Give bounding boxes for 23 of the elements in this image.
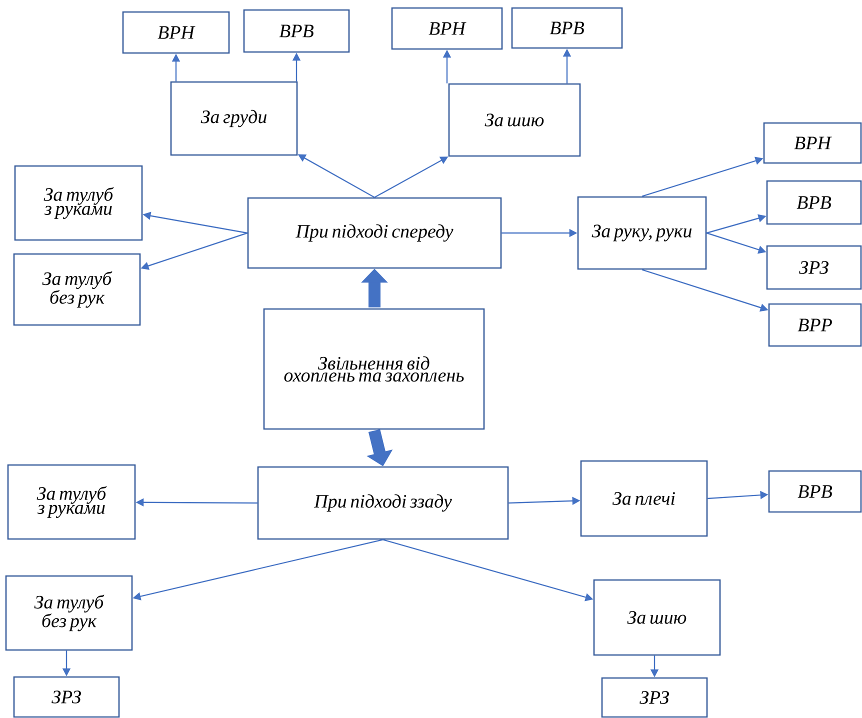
text-box: ЗРЗ — [601, 677, 708, 718]
text-box: ЗРЗ — [13, 676, 120, 718]
text-box: Звільнення від охоплень та захоплень — [263, 308, 485, 430]
text-box: За тулуб з руками — [7, 464, 136, 540]
text-box: За тулуб без рук — [5, 575, 133, 651]
text-box: За тулуб без рук — [13, 253, 141, 326]
text-box: При підході ззаду — [257, 466, 509, 540]
text-box: При підході спереду — [247, 197, 502, 269]
text-box: За плечі — [580, 460, 708, 537]
text-box: За тулуб з руками — [14, 165, 143, 241]
text-box: ВРВ — [766, 180, 862, 225]
text-box: ВРВ — [511, 7, 623, 49]
text-box: ВРВ — [243, 9, 350, 53]
text-box: За груди — [170, 81, 298, 156]
text-box: За руку, руки — [577, 196, 707, 270]
text-box: ЗРЗ — [766, 245, 862, 290]
text-box: За шию — [593, 579, 721, 656]
text-box: ВРН — [391, 7, 503, 50]
text-box: ВРН — [763, 122, 862, 164]
text-box: ВРВ — [768, 470, 862, 513]
text-box: За шию — [448, 83, 581, 157]
text-box: ВРР — [768, 303, 862, 347]
text-box: ВРН — [122, 11, 230, 54]
